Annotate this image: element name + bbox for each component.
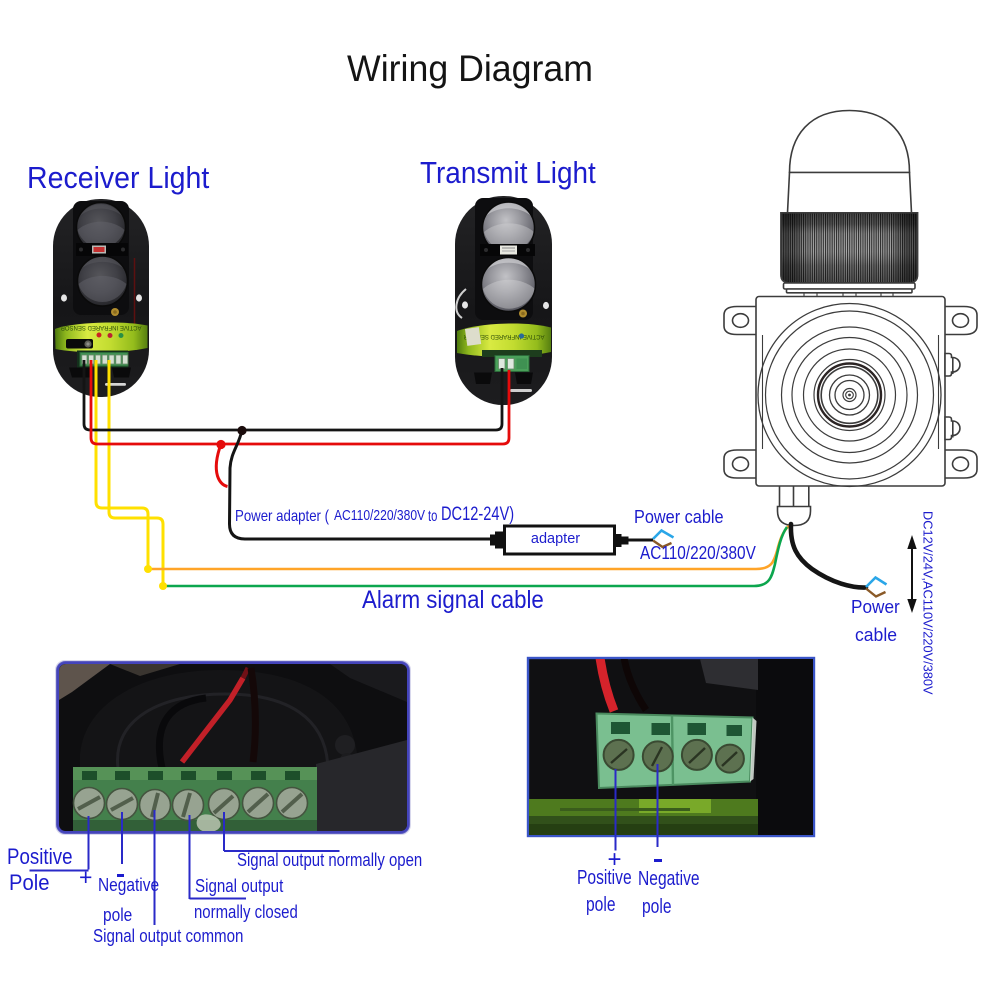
svg-text:ACTIVE INFRARED SENSOR: ACTIVE INFRARED SENSOR [463,333,545,339]
svg-text:ACTIVE INFRARED SENSOR: ACTIVE INFRARED SENSOR [60,324,142,330]
